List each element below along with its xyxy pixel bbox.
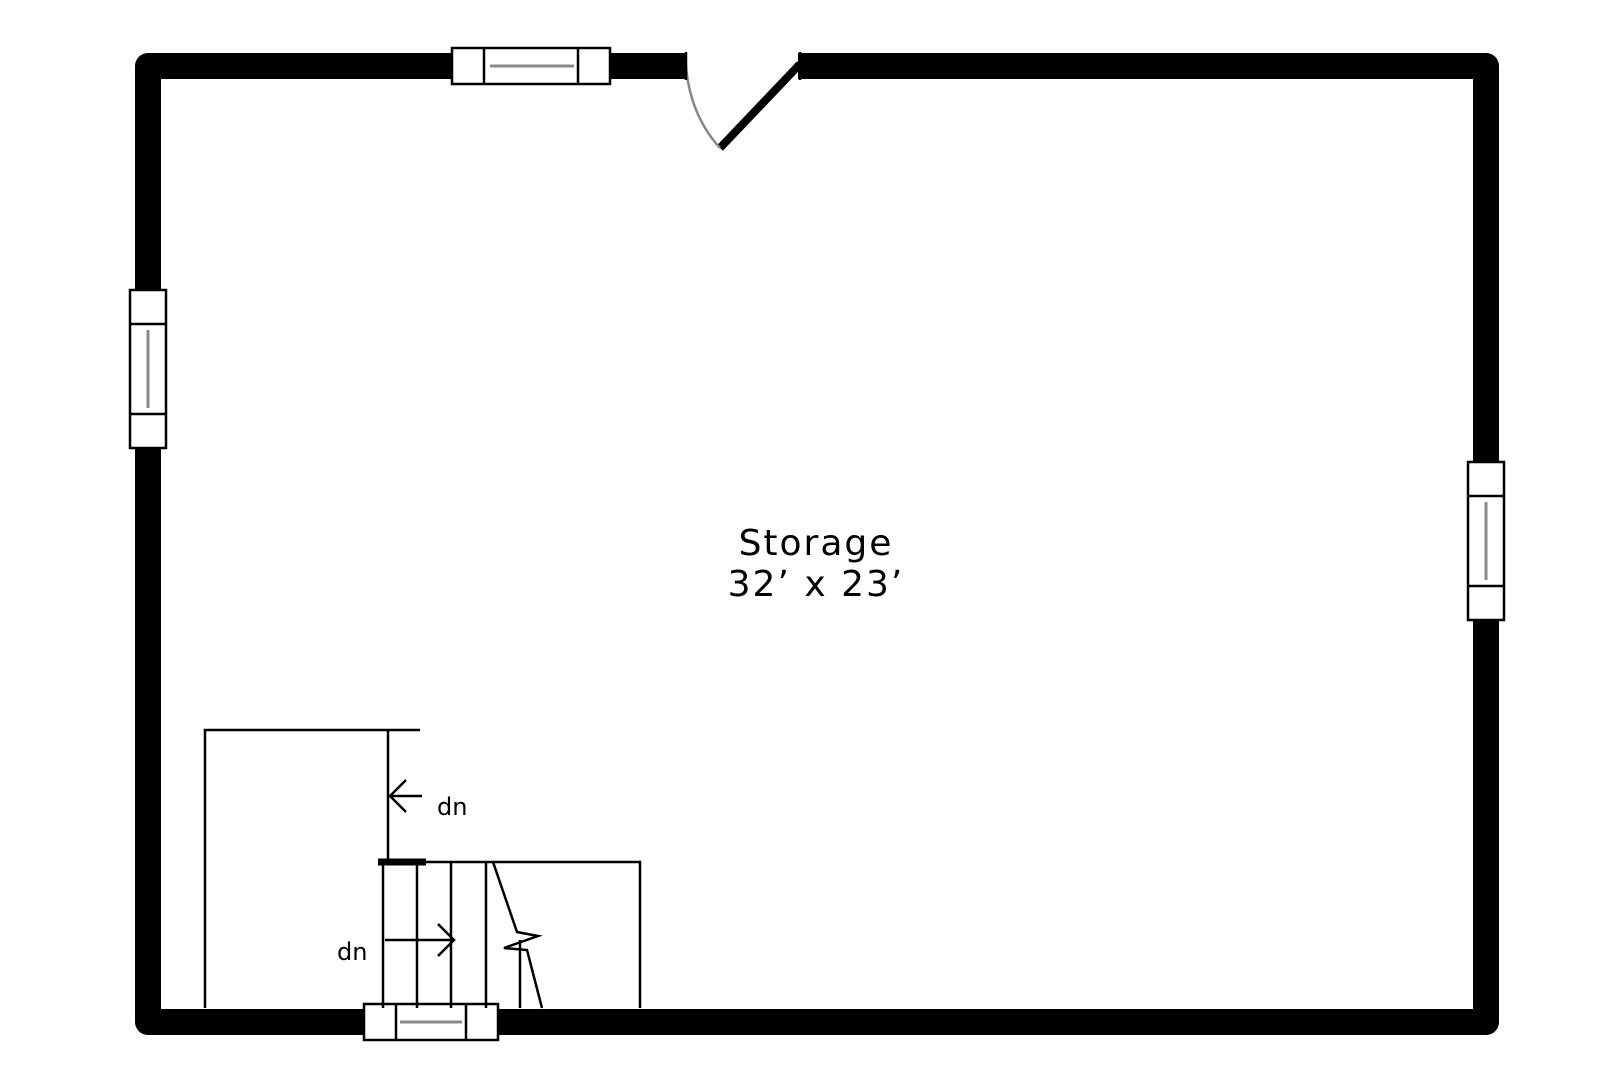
landing-outline: [203, 728, 420, 1008]
stair-enclosure: [203, 728, 642, 1008]
wall-top-left: [135, 53, 1499, 1035]
window-left: [128, 288, 168, 450]
room-dimensions: 32’ x 23’: [728, 564, 905, 605]
door-leaf: [717, 61, 803, 151]
door-opening: [686, 50, 798, 82]
stair-treads: [381, 861, 544, 1009]
arrow-left-icon: [388, 779, 407, 813]
stair-label-upper: dn: [437, 793, 467, 821]
window-right: [1466, 460, 1506, 622]
stair-label-lower: dn: [337, 938, 367, 966]
stair-rail-outline: [426, 860, 642, 1008]
arrow-right-icon: [437, 923, 456, 957]
stair-break-line: [491, 861, 544, 1009]
room-name: Storage: [739, 523, 894, 564]
exterior-walls: [135, 53, 1499, 1035]
window-bottom: [362, 1002, 500, 1042]
stair-arrow-lower: [385, 923, 456, 957]
window-top: [450, 46, 612, 86]
stair-arrow-upper: [388, 779, 422, 813]
entry-door[interactable]: [684, 50, 803, 151]
